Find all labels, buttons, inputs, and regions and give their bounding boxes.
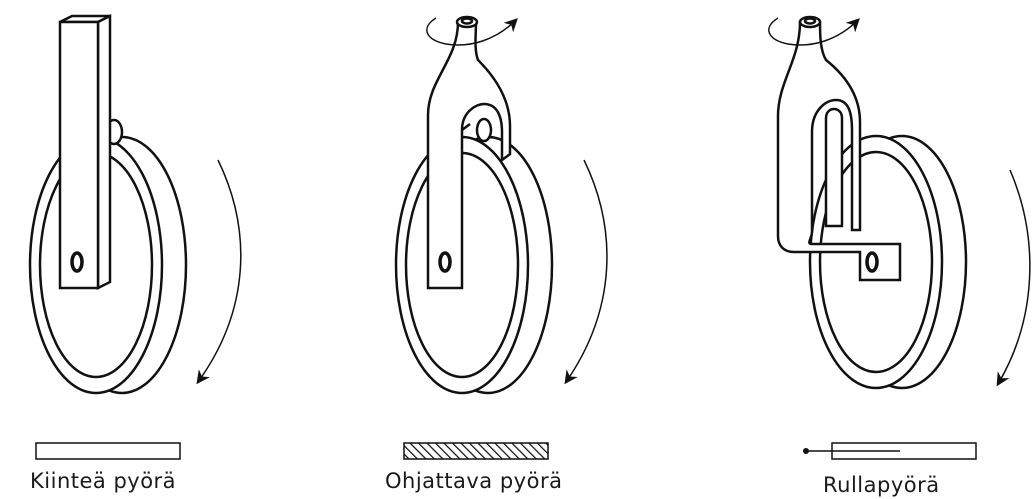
fixed-wheel-label: Kiinteä pyörä <box>30 469 176 493</box>
fixed-wheel-symbol <box>36 443 180 459</box>
steered-rotation-arrow <box>566 160 607 382</box>
castor-wheel-label: Rullapyörä <box>823 473 940 497</box>
castor-rotation-arrow <box>998 170 1030 384</box>
fixed-fork-side <box>98 16 110 288</box>
castor-axle <box>867 253 877 271</box>
steered-wheel-symbol <box>404 443 548 459</box>
steered-wheel-label: Ohjattava pyörä <box>385 469 562 493</box>
fixed-axle <box>72 253 82 271</box>
castor-wheel-symbol <box>803 443 976 459</box>
fixed-rotation-arrow <box>198 160 241 382</box>
fixed-fork-front <box>60 22 98 288</box>
fixed-wheel <box>30 16 186 393</box>
steered-axle <box>440 253 450 271</box>
castor-wheel <box>778 17 966 388</box>
steered-wheel <box>396 17 552 393</box>
